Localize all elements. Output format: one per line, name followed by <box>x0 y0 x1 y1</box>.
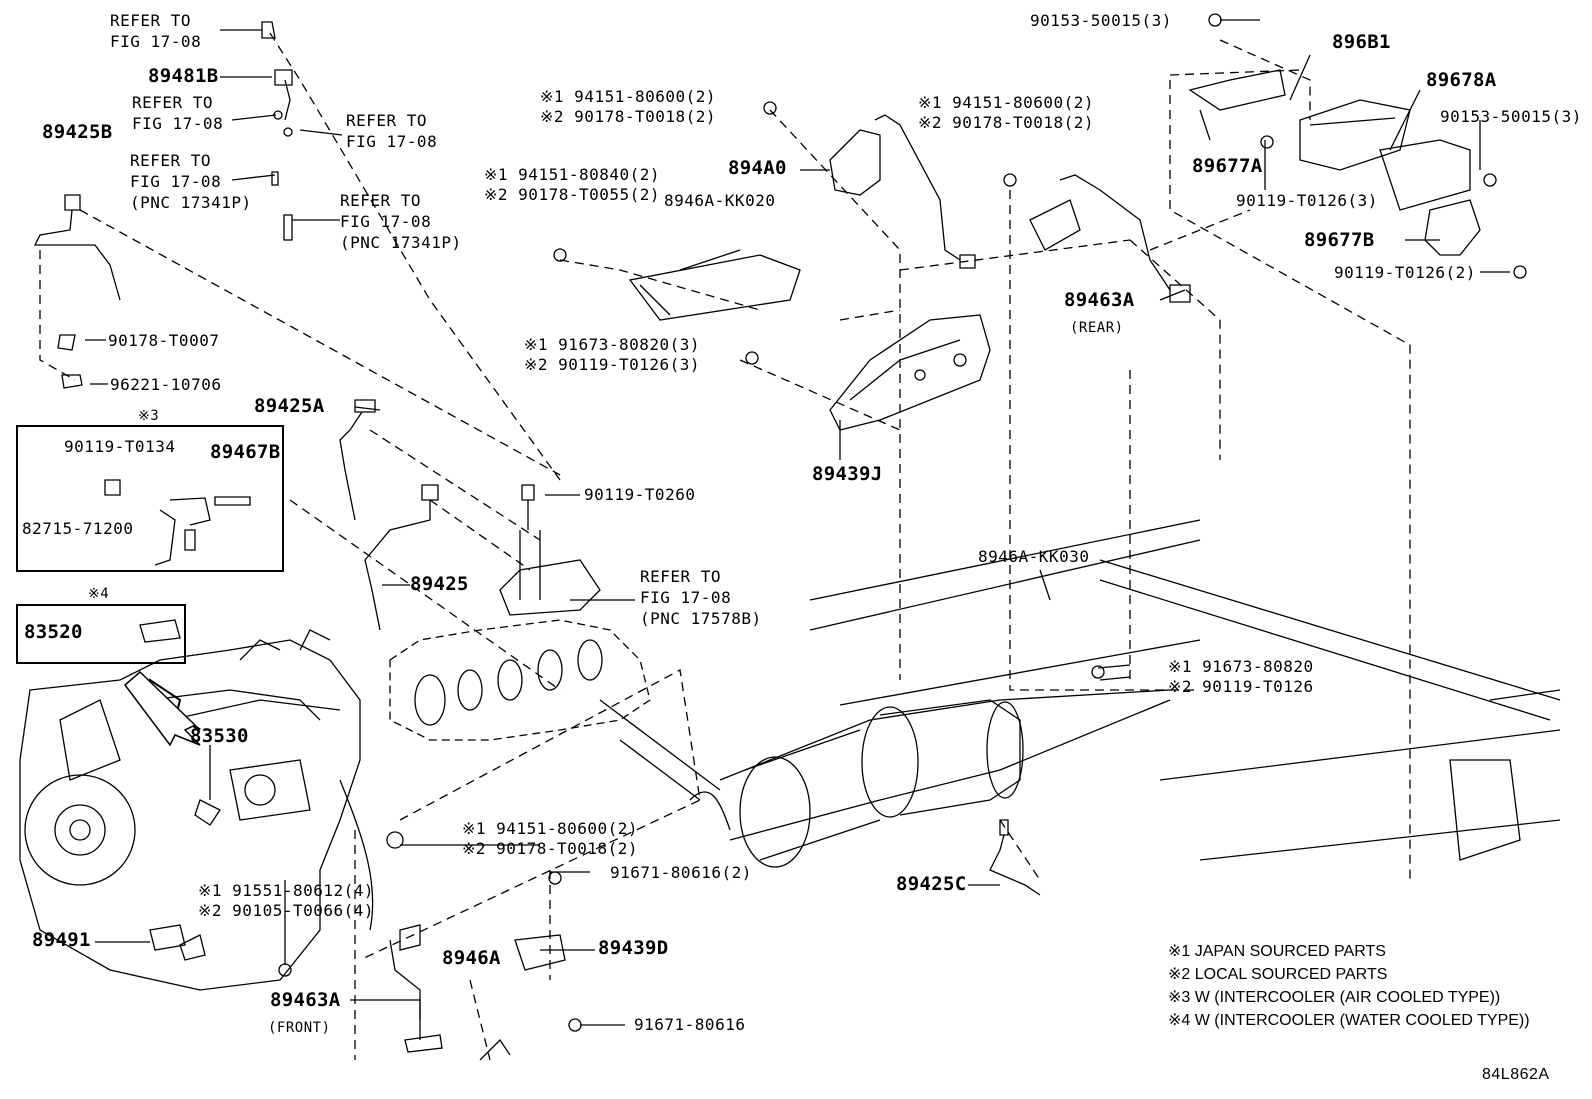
refer-pnc-label[interactable]: (PNC 17578B) <box>640 609 762 628</box>
part-group-label[interactable]: ※1 94151-80600(2) <box>918 93 1095 112</box>
part-group-label[interactable]: ※1 91551-80612(4) <box>198 881 375 900</box>
refer-pnc-label[interactable]: (PNC 17341P) <box>130 193 252 212</box>
part-number-label[interactable]: 89439D <box>598 937 669 959</box>
part-number-label[interactable]: 89463A <box>270 989 341 1011</box>
refer-to-label[interactable]: REFER TO <box>110 11 192 30</box>
part-number-label[interactable]: 90119-T0260 <box>584 485 696 504</box>
part-number-label[interactable]: 89425B <box>42 121 113 143</box>
part-group-label[interactable]: ※2 90178-T0018(2) <box>462 839 639 858</box>
legend-notes: ※1 JAPAN SOURCED PARTS ※2 LOCAL SOURCED … <box>1168 940 1530 1032</box>
part-number-label[interactable]: 90119-T0126(2) <box>1334 263 1476 282</box>
position-label: (FRONT) <box>268 1020 331 1036</box>
part-number-label[interactable]: 89467B <box>210 441 281 463</box>
refer-fig-label[interactable]: FIG 17-08 <box>110 32 202 51</box>
sensor-parts <box>33 13 1527 1061</box>
part-number-label[interactable]: 96221-10706 <box>110 375 222 394</box>
diagram-id: 84L862A <box>1482 1066 1550 1083</box>
solid-part-leaders <box>85 19 1510 1026</box>
refer-fig-label[interactable]: FIG 17-08 <box>340 212 432 231</box>
part-number-label[interactable]: 89425A <box>254 395 325 417</box>
note-mark: ※3 <box>138 408 160 424</box>
part-group-label[interactable]: ※2 90105-T0066(4) <box>198 901 375 920</box>
part-group-label[interactable]: ※2 90119-T0126 <box>1168 677 1314 696</box>
part-number-label[interactable]: 89481B <box>148 65 219 87</box>
legend-line: ※3 W (INTERCOOLER (AIR COOLED TYPE)) <box>1168 989 1501 1006</box>
part-group-label[interactable]: ※1 94151-80840(2) <box>484 165 661 184</box>
part-number-label[interactable]: 82715-71200 <box>22 519 134 538</box>
refer-fig-label[interactable]: FIG 17-08 <box>640 588 732 607</box>
note-mark: ※4 <box>88 586 110 602</box>
refer-to-label[interactable]: REFER TO <box>340 191 422 210</box>
part-number-label[interactable]: 89425C <box>896 873 967 895</box>
refer-to-label[interactable]: REFER TO <box>640 567 722 586</box>
part-group-label[interactable]: ※1 91673-80820 <box>1168 657 1314 676</box>
part-group-label[interactable]: ※1 94151-80600(2) <box>540 87 717 106</box>
part-number-label[interactable]: 89425 <box>410 573 469 595</box>
part-number-label[interactable]: 8946A <box>442 947 501 969</box>
part-group-label[interactable]: ※2 90178-T0055(2) <box>484 185 661 204</box>
refer-fig-label[interactable]: FIG 17-08 <box>346 132 438 151</box>
refer-fig-label[interactable]: FIG 17-08 <box>132 114 224 133</box>
part-number-label[interactable]: 83520 <box>24 621 83 643</box>
part-number-label[interactable]: 91671-80616 <box>634 1015 746 1034</box>
refer-to-label[interactable]: REFER TO <box>132 93 214 112</box>
intercooler-water-cooled-group <box>16 604 186 664</box>
refer-to-label[interactable]: REFER TO <box>130 151 212 170</box>
refer-to-label[interactable]: REFER TO <box>346 111 428 130</box>
part-number-label[interactable]: 8946A-KK030 <box>978 547 1090 566</box>
part-number-label[interactable]: 896B1 <box>1332 31 1391 53</box>
refer-pnc-label[interactable]: (PNC 17341P) <box>340 233 462 252</box>
part-group-label[interactable]: ※1 94151-80600(2) <box>462 819 639 838</box>
part-number-label[interactable]: 89491 <box>32 929 91 951</box>
legend-line: ※4 W (INTERCOOLER (WATER COOLED TYPE)) <box>1168 1012 1530 1029</box>
part-number-label[interactable]: 91671-80616(2) <box>610 863 752 882</box>
part-number-label[interactable]: 90178-T0007 <box>108 331 220 350</box>
part-group-label[interactable]: ※2 90178-T0018(2) <box>540 107 717 126</box>
intercooler-air-cooled-group <box>16 425 284 572</box>
part-number-label[interactable]: 894A0 <box>728 157 787 179</box>
part-group-label[interactable]: ※2 90178-T0018(2) <box>918 113 1095 132</box>
part-number-label[interactable]: 90119-T0126(3) <box>1236 191 1378 210</box>
dashed-leader-lines <box>39 32 1411 1061</box>
part-number-label[interactable]: 89677A <box>1192 155 1263 177</box>
part-number-label[interactable]: 89439J <box>812 463 883 485</box>
arrow-indicator <box>123 670 201 747</box>
vehicle-frame <box>809 519 1561 861</box>
part-group-label[interactable]: ※2 90119-T0126(3) <box>524 355 701 374</box>
part-number-label[interactable]: 90119-T0134 <box>64 437 176 456</box>
part-number-label[interactable]: 8946A-KK020 <box>664 191 776 210</box>
position-label: (REAR) <box>1070 320 1124 336</box>
part-group-label[interactable]: ※1 91673-80820(3) <box>524 335 701 354</box>
part-number-label[interactable]: 90153-50015(3) <box>1030 11 1172 30</box>
part-number-label[interactable]: 89677B <box>1304 229 1375 251</box>
refer-fig-label[interactable]: FIG 17-08 <box>130 172 222 191</box>
part-number-label[interactable]: 90153-50015(3) <box>1440 107 1582 126</box>
engine-block-center <box>389 530 651 741</box>
part-number-label[interactable]: 89463A <box>1064 289 1135 311</box>
part-number-label[interactable]: 83530 <box>190 725 249 747</box>
exhaust-system <box>599 689 1171 868</box>
legend-line: ※2 LOCAL SOURCED PARTS <box>1168 966 1388 983</box>
legend-line: ※1 JAPAN SOURCED PARTS <box>1168 943 1386 960</box>
part-number-label[interactable]: 89678A <box>1426 69 1497 91</box>
